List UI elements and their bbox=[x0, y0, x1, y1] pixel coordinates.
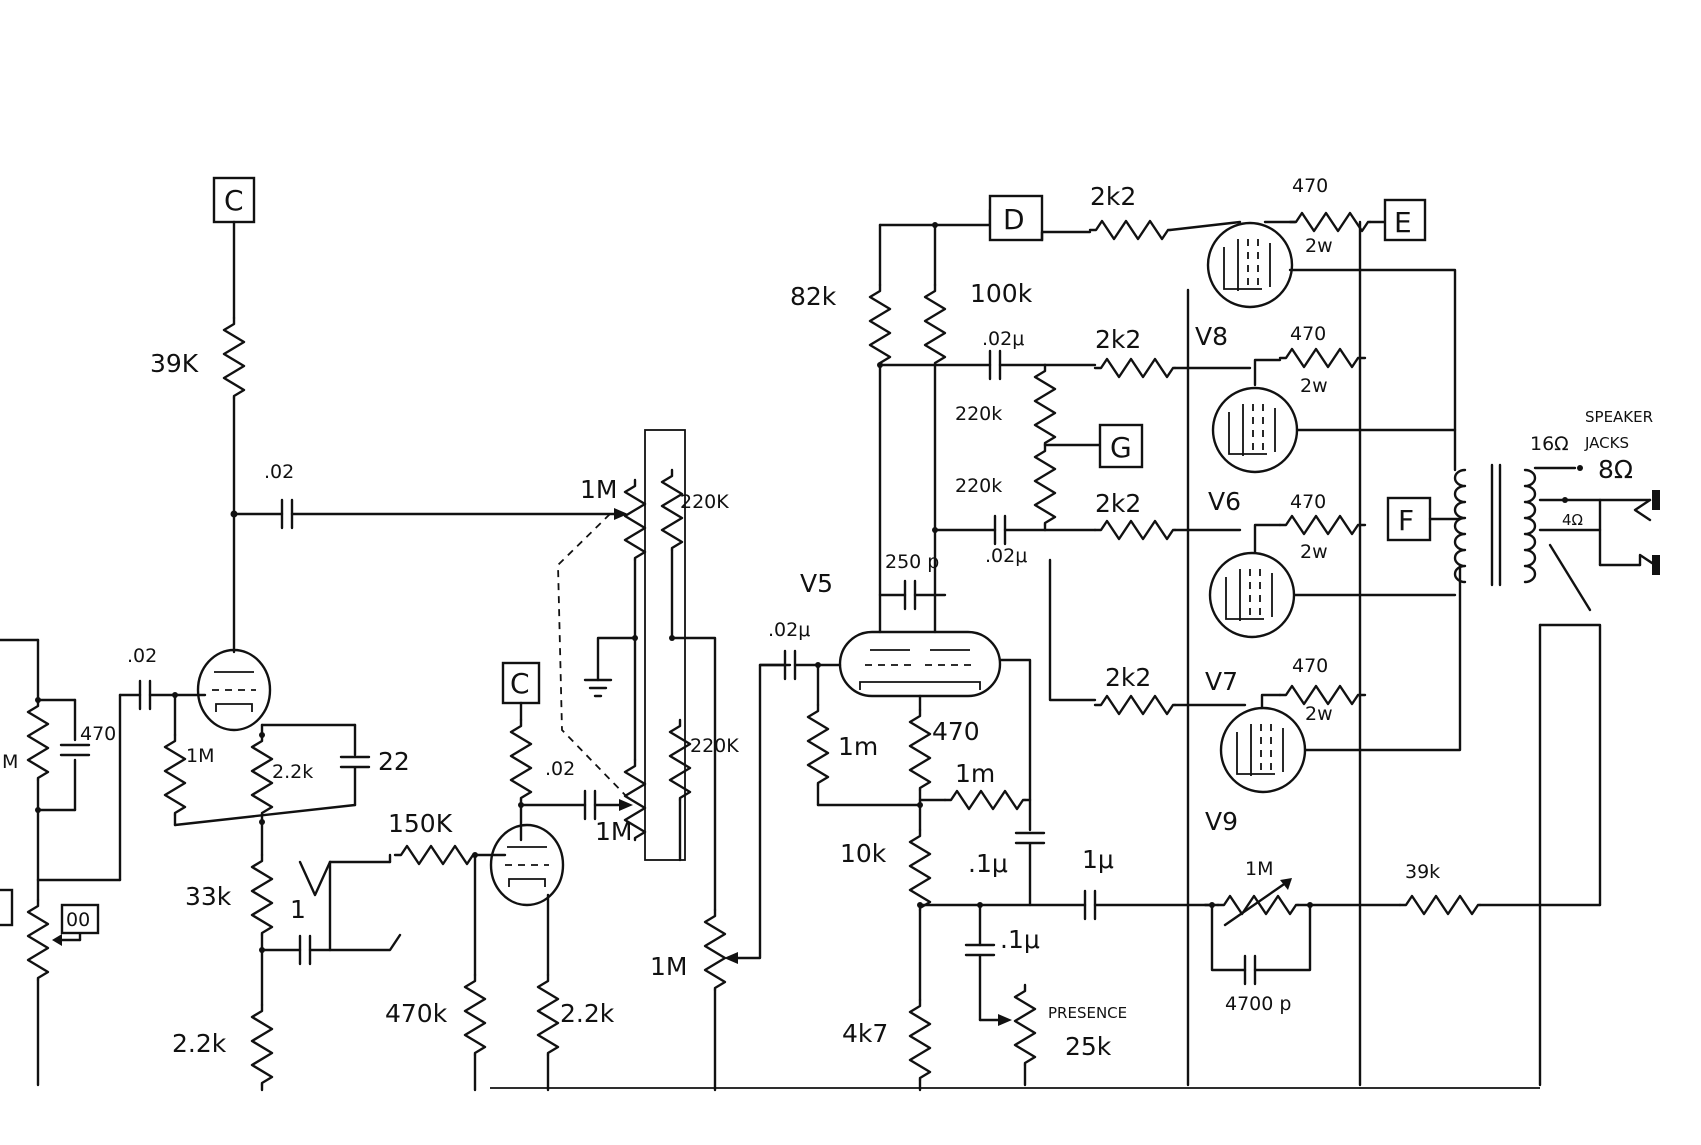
r4k7-label: 4k7 bbox=[842, 1019, 888, 1048]
c250p-label: 250 p bbox=[885, 551, 939, 573]
connector-f-label: F bbox=[1398, 504, 1414, 537]
left-box-00 bbox=[60, 903, 100, 935]
r82k-label: 82k bbox=[790, 282, 837, 311]
transformer-primary bbox=[1453, 468, 1467, 584]
r39k-fb-label: 39k bbox=[1405, 861, 1440, 883]
r2k2-b-label: 2.2k bbox=[172, 1029, 227, 1058]
presence-value: 25k bbox=[1065, 1032, 1112, 1061]
pot1m-c-label: 1M bbox=[650, 952, 687, 981]
c1-label: 1 bbox=[290, 895, 306, 924]
pot1m-fb-label: 1M bbox=[1245, 858, 1273, 880]
speaker-jack-1 bbox=[1652, 490, 1660, 510]
connector-c-2 bbox=[501, 661, 541, 705]
presence-label: PRESENCE bbox=[1048, 1004, 1127, 1022]
r2k2-c-label: 2.2k bbox=[560, 999, 615, 1028]
tap-16-label: 16Ω bbox=[1530, 433, 1569, 455]
tap-8-label: 8Ω bbox=[1598, 455, 1633, 484]
tube-v8 bbox=[1206, 221, 1294, 309]
connector-e-label: E bbox=[1394, 206, 1412, 239]
r1m-grid-label: 1M bbox=[186, 745, 214, 767]
speaker-label-2: JACKS bbox=[1584, 434, 1629, 452]
input-stage: M 470 00 bbox=[0, 638, 122, 1087]
r33k-label: 33k bbox=[185, 882, 232, 911]
tap-4-label: 4Ω bbox=[1562, 511, 1583, 529]
r470-v5-label: 470 bbox=[932, 717, 980, 746]
tube-v7 bbox=[1208, 551, 1296, 639]
r220k-d-label: 220k bbox=[955, 475, 1002, 497]
v5-label: V5 bbox=[800, 569, 833, 598]
r10k-label: 10k bbox=[840, 839, 887, 868]
c02u-a-label: .02μ bbox=[982, 328, 1024, 350]
connector-g-label: G bbox=[1110, 431, 1132, 464]
pot1m-b-label: 1M bbox=[595, 817, 632, 846]
c1u-c-label: .1μ bbox=[1000, 925, 1040, 954]
r470-b-label: 470 bbox=[1290, 323, 1326, 345]
v9-label: V9 bbox=[1205, 807, 1238, 836]
c02-c-label: .02 bbox=[545, 758, 575, 780]
r470-c-label: 470 bbox=[1290, 491, 1326, 513]
w2w-c-label: 2w bbox=[1300, 541, 1328, 563]
v8-label: V8 bbox=[1195, 322, 1228, 351]
r1m-v5-label: 1m bbox=[838, 732, 878, 761]
connector-c-2-label: C bbox=[510, 667, 530, 700]
r2k2-f-label: 2k2 bbox=[1095, 489, 1141, 518]
stage-v2: 150K C .02 470k 2.2k bbox=[385, 661, 633, 1092]
stage-v1: C 39K .02 .02 1M 2.2k 22 bbox=[118, 176, 628, 1092]
c470-left-label: 470 bbox=[80, 723, 116, 745]
r470k-label: 470k bbox=[385, 999, 448, 1028]
left-box-label: 00 bbox=[66, 909, 90, 931]
left-edge-box bbox=[0, 888, 14, 927]
power-amp: D .02μ .02μ 220k 220k G 2k2 2k2 2k2 bbox=[490, 175, 1660, 1089]
connector-c-1-label: C bbox=[224, 184, 244, 217]
c4700p-label: 4700 p bbox=[1225, 993, 1291, 1015]
r220k-c-label: 220k bbox=[955, 403, 1002, 425]
left-m-label: M bbox=[2, 751, 18, 773]
tube-v9 bbox=[1219, 706, 1307, 794]
r2k2-a-label: 2.2k bbox=[272, 761, 313, 783]
tube-v5 bbox=[838, 630, 1002, 698]
stage-v5: V5 .02μ 82k 100k 250 p 1m bbox=[758, 222, 1212, 1092]
c02u-v5-label: .02μ bbox=[768, 619, 810, 641]
c22-label: 22 bbox=[378, 747, 410, 776]
connector-d-label: D bbox=[1003, 203, 1025, 236]
w2w-d-label: 2w bbox=[1305, 703, 1333, 725]
w2w-b-label: 2w bbox=[1300, 375, 1328, 397]
r2k2-d-label: 2k2 bbox=[1090, 182, 1136, 211]
r220k-a-label: 220K bbox=[680, 491, 729, 513]
speaker-jack-2 bbox=[1652, 555, 1660, 575]
speaker-label-1: SPEAKER bbox=[1585, 408, 1653, 426]
pot1m-a-label: 1M bbox=[580, 475, 617, 504]
r150k-label: 150K bbox=[388, 809, 453, 838]
w2w-a-label: 2w bbox=[1305, 235, 1333, 257]
r2k2-e-label: 2k2 bbox=[1095, 325, 1141, 354]
triode-v1 bbox=[196, 648, 272, 732]
tube-v6 bbox=[1211, 386, 1299, 474]
c02u-b-label: .02μ bbox=[985, 545, 1027, 567]
r100k-label: 100k bbox=[970, 279, 1033, 308]
v7-label: V7 bbox=[1205, 667, 1238, 696]
c1u-a-label: .1μ bbox=[968, 849, 1008, 878]
tone-pots: 1M 220K 1M 220K 1M bbox=[557, 429, 792, 1092]
r1m-fb-label: 1m bbox=[955, 759, 995, 788]
c1u-b-label: 1μ bbox=[1082, 845, 1114, 874]
connector-e bbox=[1383, 198, 1427, 242]
r2k2-g-label: 2k2 bbox=[1105, 663, 1151, 692]
v6-label: V6 bbox=[1208, 487, 1241, 516]
c02-b-label: .02 bbox=[127, 645, 157, 667]
connector-d bbox=[988, 194, 1044, 242]
r470-d-label: 470 bbox=[1292, 655, 1328, 677]
transformer-secondary bbox=[1523, 468, 1537, 584]
r470-a-label: 470 bbox=[1292, 175, 1328, 197]
triode-v2 bbox=[489, 823, 565, 907]
r-39k-label: 39K bbox=[150, 349, 199, 378]
connector-g bbox=[1098, 423, 1144, 469]
connector-f bbox=[1386, 496, 1432, 542]
c02-a-label: .02 bbox=[264, 461, 294, 483]
